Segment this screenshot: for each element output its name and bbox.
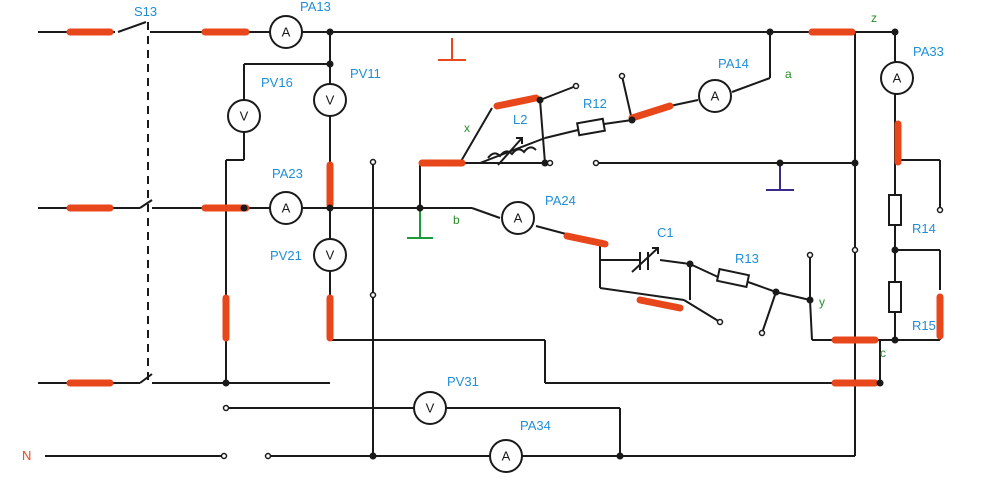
resistor-r12 [575, 117, 607, 137]
ammeter-pa24: A [501, 201, 535, 235]
ground-symbol-orange [438, 38, 466, 61]
voltmeter-pv16: V [227, 99, 261, 133]
resistors [575, 117, 902, 313]
svg-text:A: A [514, 211, 523, 226]
resistor-r13 [715, 267, 751, 289]
node-label-z: z [871, 11, 877, 25]
node-label-c: c [880, 346, 886, 360]
label-r14: R14 [912, 221, 936, 236]
label-pa34: PA34 [520, 418, 551, 433]
fuses [66, 28, 944, 387]
svg-text:A: A [502, 449, 511, 464]
ground-symbol-green [407, 208, 433, 239]
voltmeter-pv31: V [413, 391, 447, 425]
label-pv11: PV11 [350, 66, 381, 81]
label-pa33: PA33 [913, 44, 944, 59]
svg-text:A: A [893, 71, 902, 86]
label-pa24: PA24 [545, 193, 576, 208]
label-r15: R15 [912, 318, 936, 333]
neutral-label: N [22, 448, 31, 463]
label-r12: R12 [583, 96, 607, 111]
ammeter-pa34: A [489, 439, 523, 473]
label-c1: C1 [657, 225, 674, 240]
resistor-r15 [888, 281, 902, 313]
label-pv21: PV21 [270, 248, 302, 263]
ammeter-pa13: A [269, 15, 303, 49]
inductor-l2 [487, 146, 537, 159]
svg-text:A: A [282, 201, 291, 216]
node-label-a: a [785, 67, 792, 81]
terminals [220, 72, 944, 460]
resistor-r14 [888, 194, 902, 226]
voltmeter-pv21: V [313, 238, 347, 272]
switch-label-s13: S13 [134, 4, 157, 19]
svg-text:V: V [240, 109, 249, 124]
ground-symbol-purple [766, 163, 794, 191]
label-pv16: PV16 [261, 75, 293, 90]
label-pa13: PA13 [300, 0, 331, 14]
svg-text:V: V [426, 401, 435, 416]
svg-text:A: A [711, 89, 720, 104]
node-label-x: x [464, 121, 470, 135]
ammeter-pa14: A [698, 79, 732, 113]
svg-text:A: A [282, 25, 291, 40]
junction-dots [222, 28, 899, 460]
node-label-y: y [819, 295, 825, 309]
node-label-b: b [453, 213, 460, 227]
label-l2: L2 [513, 112, 527, 127]
ammeter-pa33: A [880, 61, 914, 95]
label-pa23: PA23 [272, 166, 303, 181]
svg-text:V: V [326, 93, 335, 108]
svg-text:V: V [326, 248, 335, 263]
label-r13: R13 [735, 251, 759, 266]
wires [38, 21, 941, 457]
label-pv31: PV31 [447, 374, 479, 389]
voltmeter-pv11: V [313, 83, 347, 117]
label-pa14: PA14 [718, 56, 749, 71]
capacitor-c1 [631, 247, 659, 273]
ammeter-pa23: A [269, 191, 303, 225]
